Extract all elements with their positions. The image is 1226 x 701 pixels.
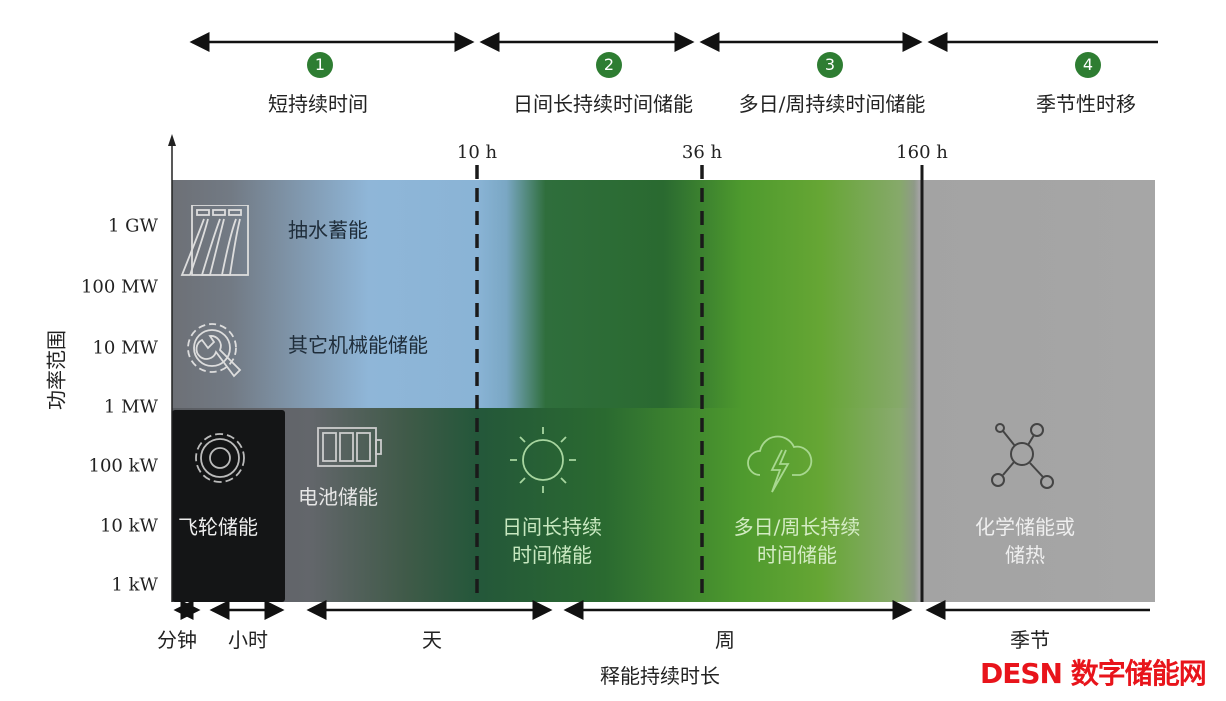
watermark: DESN 数字储能网 <box>980 657 1207 690</box>
battery-icon <box>317 427 382 467</box>
phase-label-short: 短持续时间 <box>268 92 368 116</box>
label-daily-line2: 时间储能 <box>512 543 592 567</box>
storm-cloud-icon <box>747 435 813 493</box>
label-battery: 电池储能 <box>298 485 378 509</box>
phase-label-seasonal: 季节性时移 <box>1036 92 1136 116</box>
label-pumped-hydro: 抽水蓄能 <box>288 218 368 242</box>
label-chemical-line2: 储热 <box>1005 543 1045 567</box>
phase-arrows <box>189 32 1158 52</box>
label-multiday-line1: 多日/周长持续 <box>733 515 861 539</box>
flywheel-gear-icon <box>195 433 245 483</box>
label-mechanical: 其它机械能储能 <box>288 333 428 357</box>
y-tick: 1 MW <box>103 396 158 418</box>
flywheel-block <box>172 410 285 602</box>
range-weeks: 周 <box>715 628 735 652</box>
molecule-icon <box>991 423 1054 489</box>
label-flywheel: 飞轮储能 <box>178 515 258 539</box>
dam-icon <box>180 205 249 276</box>
marker-36h: 36 h <box>681 142 723 163</box>
upper-power-band <box>172 180 1155 408</box>
marker-160h: 160 h <box>896 142 948 163</box>
range-seasons: 季节 <box>1010 628 1050 652</box>
phase-label-multiday: 多日/周持续时间储能 <box>738 92 926 116</box>
phase-number-1: 1 <box>307 52 333 78</box>
label-chemical-line1: 化学储能或 <box>975 515 1075 539</box>
phase-number-2: 2 <box>596 52 622 78</box>
label-daily-line1: 日间长持续 <box>502 515 602 539</box>
phase-number-4: 4 <box>1075 52 1101 78</box>
y-tick: 1 GW <box>107 215 158 237</box>
range-minutes: 分钟 <box>157 628 197 652</box>
phase-label-daily: 日间长持续时间储能 <box>513 92 693 116</box>
label-chemical: 化学储能或 储热 <box>970 513 1080 569</box>
range-days: 天 <box>422 628 442 652</box>
y-tick: 100 MW <box>80 276 158 298</box>
label-multiday: 多日/周长持续 时间储能 <box>722 513 872 569</box>
label-multiday-line2: 时间储能 <box>757 543 837 567</box>
x-axis-label: 释能持续时长 <box>600 664 720 688</box>
range-hours: 小时 <box>228 628 268 652</box>
y-tick: 100 kW <box>88 455 159 477</box>
marker-10h: 10 h <box>456 142 498 163</box>
y-tick: 1 kW <box>111 574 158 596</box>
y-tick: 10 MW <box>92 337 158 359</box>
y-tick: 10 kW <box>99 515 158 537</box>
label-daily: 日间长持续 时间储能 <box>492 513 612 569</box>
sun-icon <box>510 427 576 493</box>
y-axis-label: 功率范围 <box>44 330 69 410</box>
gear-wrench-icon <box>187 323 242 378</box>
phase-number-3: 3 <box>817 52 843 78</box>
